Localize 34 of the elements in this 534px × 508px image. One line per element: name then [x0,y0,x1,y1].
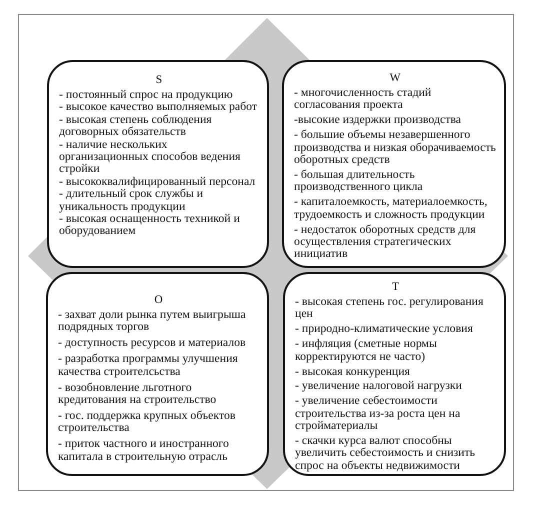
list-item: - увеличение налоговой нагрузки [295,379,463,392]
list-item: -высокие издержки производства [294,113,462,126]
list-item: - постоянный спрос на продукцию [59,88,234,100]
list-item: - высокая степень гос. регулирования цен [295,295,484,320]
list-item: - скачки курса валют способны увеличить себестоимость и снизить спрос на объекты недвижимости [295,434,476,472]
list-item: - разработка программы улучшения качества строителсьства [58,352,239,378]
list-item: - природно-климатические условия [295,322,474,335]
quadrant-heading: T [392,281,400,294]
list-item: - высококвалифицированный персонал [59,174,256,188]
list-item: - длительный срок службы и уникальность продукции [59,187,204,212]
list-item: - приток частного и иностранного капитала в строительную отрасль [58,437,230,462]
swot-quadrant-box [47,60,269,268]
list-item: - высокое качество выполняемых работ [59,100,258,113]
list-item: - наличие нескольких организационных способов ведения стройки [59,138,242,175]
quadrant-heading: O [154,294,163,307]
swot-quadrant-box [282,60,506,268]
quadrant-heading: S [156,74,162,87]
list-item: - высокая конкуренция [295,364,411,377]
list-item: - большие объемы незавершенного производства и низкая оборачиваемость оборотных средств [294,128,496,166]
list-item: - высокая степень соблюдения договорных обязательств [59,112,213,138]
list-item: - недостаток оборотных средств для осуществления стратегических инициатив [294,222,477,260]
list-item: - многочисленность стадий согласования проекта [294,86,432,111]
list-item: - доступность ресурсов и материалов [58,336,247,349]
swot-quadrant-box [283,272,506,476]
list-item: - увеличение себестоимости строительства из-за роста цен на стройматериалы [295,394,462,432]
list-item: - капиталоемкость, материалоемкость, трудоемкость и сложность продукции [294,195,488,220]
list-item: - захват доли рынка путем выигрыша подрядных торгов [58,308,247,333]
swot-quadrant-box [46,272,269,476]
list-item: - большая длительность производственного цикла [294,168,424,193]
list-item: - возобновление льготного кредитования на строительство [58,380,218,406]
list-item: - гос. поддержка крупных объектов строительства [58,408,236,434]
quadrant-heading: W [390,72,400,85]
list-item: - инфляция (сметные нормы корректируются не часто) [295,337,438,362]
list-item: - высокая оснащенность техникой и оборудованием [59,212,241,237]
